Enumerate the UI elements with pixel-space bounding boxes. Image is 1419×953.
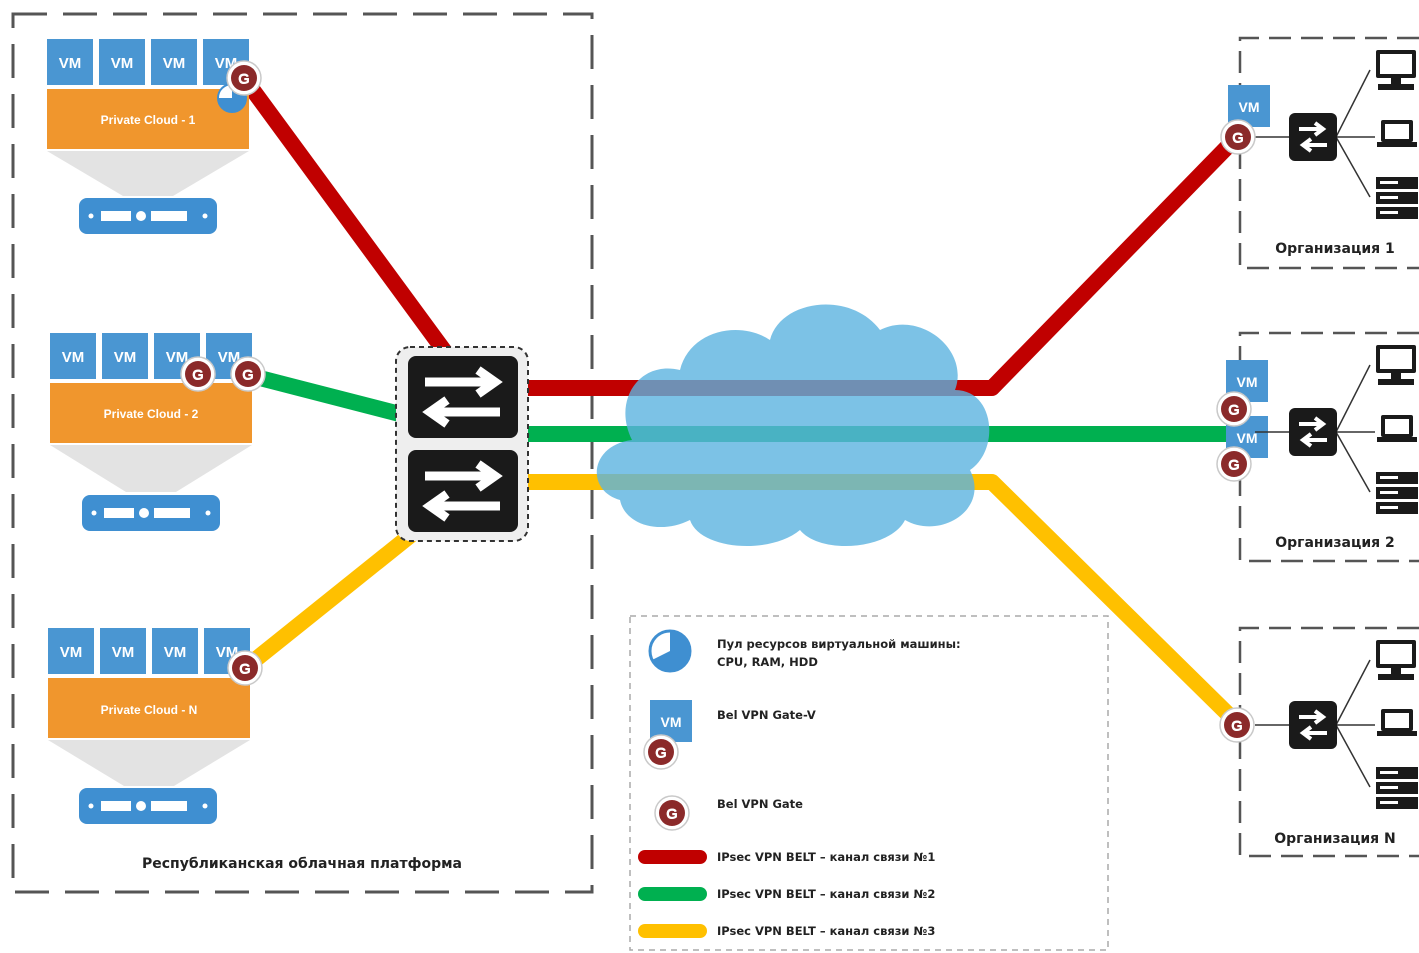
svg-text:G: G <box>1231 718 1243 735</box>
vm-label: VM <box>163 55 186 72</box>
gate-badge-icon: G <box>1220 119 1256 155</box>
private-cloud-n-box <box>48 678 250 738</box>
vm-label: VM <box>164 644 187 661</box>
pie-icon <box>648 629 692 673</box>
vm-label: VM <box>112 644 135 661</box>
rack-server-icon <box>82 495 220 531</box>
desktop-icon <box>1376 50 1416 90</box>
vm-label: VM <box>1237 374 1258 390</box>
switch-arrows-icon <box>1287 111 1339 163</box>
private-cloud-1-box <box>47 89 249 149</box>
organization-n-label: Организация N <box>1274 831 1396 847</box>
organization-1-label: Организация 1 <box>1275 241 1395 257</box>
svg-text:G: G <box>666 806 678 823</box>
organization-1: VM G Организация 1 <box>1220 36 1419 270</box>
private-cloud-1: VM VM VM VM Private Cloud - 1 G <box>47 39 262 234</box>
vm-box: VM <box>100 628 146 674</box>
rack-server-icon <box>1376 472 1418 514</box>
vm-label: VM <box>1239 99 1260 115</box>
rack-server-icon <box>1376 177 1418 219</box>
vm-label: VM <box>111 55 134 72</box>
svg-text:G: G <box>655 745 667 762</box>
vm-label: VM <box>60 644 83 661</box>
laptop-icon <box>1377 415 1417 442</box>
gate-badge-icon: G <box>1216 446 1252 482</box>
svg-text:G: G <box>1228 402 1240 419</box>
svg-text:G: G <box>1232 130 1244 147</box>
legend-channel-3: IPsec VPN BELT – канал связи №3 <box>638 924 935 938</box>
platform-label: Республиканская облачная платформа <box>142 856 462 872</box>
desktop-icon <box>1376 640 1416 680</box>
platform-frame <box>11 12 594 894</box>
rack-server-icon <box>1376 767 1418 809</box>
svg-text:G: G <box>239 661 251 678</box>
gate-badge-icon: G <box>643 734 679 770</box>
laptop-icon <box>1377 709 1417 736</box>
core-switch-2-icon <box>408 450 518 532</box>
legend-gate: G Bel VPN Gate <box>654 795 803 831</box>
legend-pool-line1: Пул ресурсов виртуальной машины: <box>717 637 961 651</box>
vm-label: VM <box>62 349 85 366</box>
vm-label: VM <box>661 714 682 730</box>
private-cloud-n-label: Private Cloud - N <box>101 703 198 717</box>
vm-label: VM <box>218 349 241 366</box>
svg-text:G: G <box>238 71 250 88</box>
organization-2-label: Организация 2 <box>1275 535 1395 551</box>
core-switch-group <box>395 346 529 542</box>
svg-text:G: G <box>242 367 254 384</box>
vm-box: VM <box>47 39 93 85</box>
switch-arrows-icon <box>1287 406 1339 458</box>
vm-label: VM <box>1237 430 1258 446</box>
svg-text:G: G <box>192 367 204 384</box>
vm-box: VM <box>151 39 197 85</box>
legend-gate-label: Bel VPN Gate <box>717 797 803 811</box>
legend-pool-line2: CPU, RAM, HDD <box>717 655 818 669</box>
gate-badge-icon: G <box>230 356 266 392</box>
legend-channel-3-label: IPsec VPN BELT – канал связи №3 <box>717 924 935 938</box>
vm-box: VM <box>48 628 94 674</box>
legend-channel-1: IPsec VPN BELT – канал связи №1 <box>638 850 935 864</box>
legend-gate-v-label: Bel VPN Gate-V <box>717 708 816 722</box>
gate-badge-icon: G <box>654 795 690 831</box>
core-switch-1-icon <box>408 356 518 438</box>
vm-box: VM <box>99 39 145 85</box>
legend-channel-1-label: IPsec VPN BELT – канал связи №1 <box>717 850 935 864</box>
vm-label: VM <box>166 349 189 366</box>
private-cloud-n: VM VM VM VM Private Cloud - N G <box>48 628 263 824</box>
legend-channel-2: IPsec VPN BELT – канал связи №2 <box>638 887 935 901</box>
vm-label: VM <box>59 55 82 72</box>
rack-server-icon <box>79 788 217 824</box>
rack-server-icon <box>79 198 217 234</box>
private-cloud-1-label: Private Cloud - 1 <box>101 113 196 127</box>
vm-box: VM <box>1228 85 1270 127</box>
private-cloud-2-label: Private Cloud - 2 <box>104 407 199 421</box>
gate-badge-icon: G <box>226 60 262 96</box>
vm-box: VM <box>206 333 252 379</box>
vm-box: VM <box>152 628 198 674</box>
organization-n: G Организация N <box>1219 626 1419 858</box>
gate-badge-icon: G <box>1219 707 1255 743</box>
legend: Пул ресурсов виртуальной машины: CPU, RA… <box>629 615 1109 951</box>
internet-cloud-icon <box>596 304 990 547</box>
switch-arrows-icon <box>1287 699 1339 751</box>
legend-gate-v: VM G Bel VPN Gate-V <box>643 700 816 770</box>
legend-pool: Пул ресурсов виртуальной машины: CPU, RA… <box>648 629 961 673</box>
organization-2: VM VM G G Организация 2 <box>1216 331 1419 563</box>
gate-badge-icon: G <box>227 650 263 686</box>
gate-badge-icon: G <box>1216 391 1252 427</box>
laptop-icon <box>1377 120 1417 147</box>
vm-box: VM <box>50 333 96 379</box>
private-cloud-2-box <box>50 383 252 443</box>
private-cloud-2: VM VM VM VM Private Cloud - 2 G G <box>50 333 266 531</box>
legend-channel-2-label: IPsec VPN BELT – канал связи №2 <box>717 887 935 901</box>
gate-badge-icon: G <box>180 356 216 392</box>
svg-text:G: G <box>1228 457 1240 474</box>
vm-label: VM <box>114 349 137 366</box>
vm-box: VM <box>154 333 200 379</box>
vm-box: VM <box>102 333 148 379</box>
desktop-icon <box>1376 345 1416 385</box>
